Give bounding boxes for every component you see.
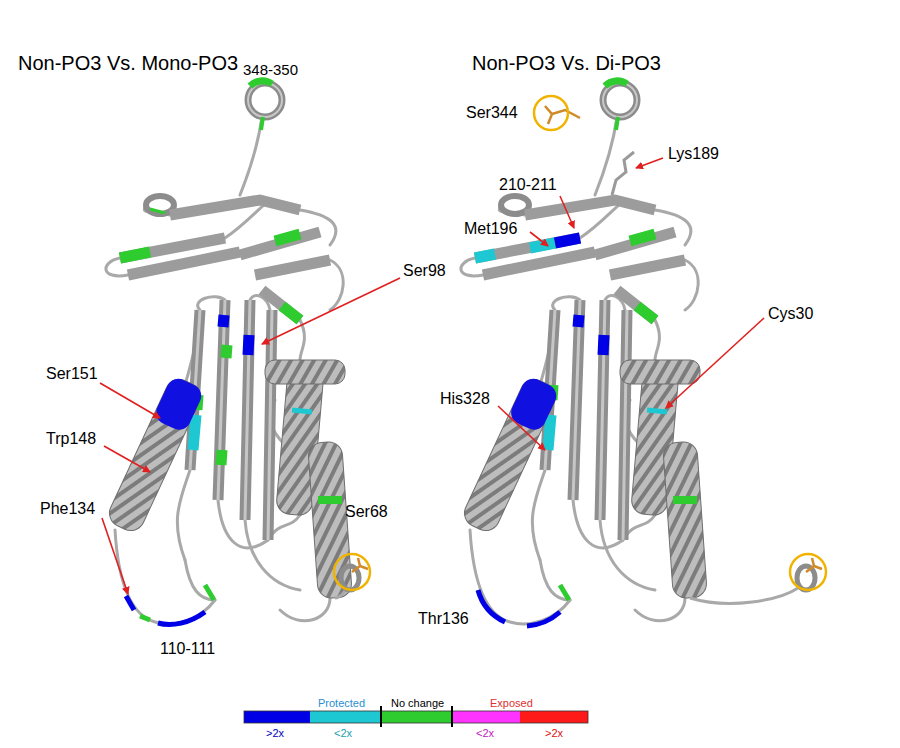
residue-label: His328 — [440, 390, 490, 408]
panel-title: Non-PO3 Vs. Di-PO3 — [472, 52, 661, 74]
legend-text: <2x — [334, 727, 352, 739]
panel-title: Non-PO3 Vs. Mono-PO3 — [18, 52, 238, 74]
legend-swatch — [452, 711, 520, 723]
residue-label: Ser98 — [403, 262, 446, 280]
legend-text: >2x — [545, 727, 563, 739]
residue-label: Cys30 — [768, 305, 813, 323]
legend-text: No change — [391, 697, 444, 709]
residue-label: Ser151 — [46, 365, 98, 383]
residue-range: 110-111 — [160, 640, 215, 658]
residue-label: Thr136 — [418, 610, 469, 628]
residue-label: Met196 — [464, 220, 517, 238]
legend-text: >2x — [266, 727, 284, 739]
legend-swatch — [520, 711, 588, 723]
legend-heading: Exposed — [490, 697, 533, 709]
legend-heading: Protected — [318, 697, 365, 709]
residue-range: 210-211 — [499, 176, 557, 194]
residue-label: Phe134 — [40, 500, 95, 518]
legend-swatch — [381, 711, 452, 723]
residue-range: 348-350 — [243, 62, 298, 79]
residue-label: Lys189 — [668, 145, 719, 163]
residue-label: Ser68 — [345, 503, 388, 521]
legend-swatch — [244, 711, 310, 723]
legend-text: <2x — [476, 727, 494, 739]
legend-swatch — [310, 711, 381, 723]
residue-label: Ser344 — [466, 104, 518, 122]
residue-label: Trp148 — [46, 430, 96, 448]
